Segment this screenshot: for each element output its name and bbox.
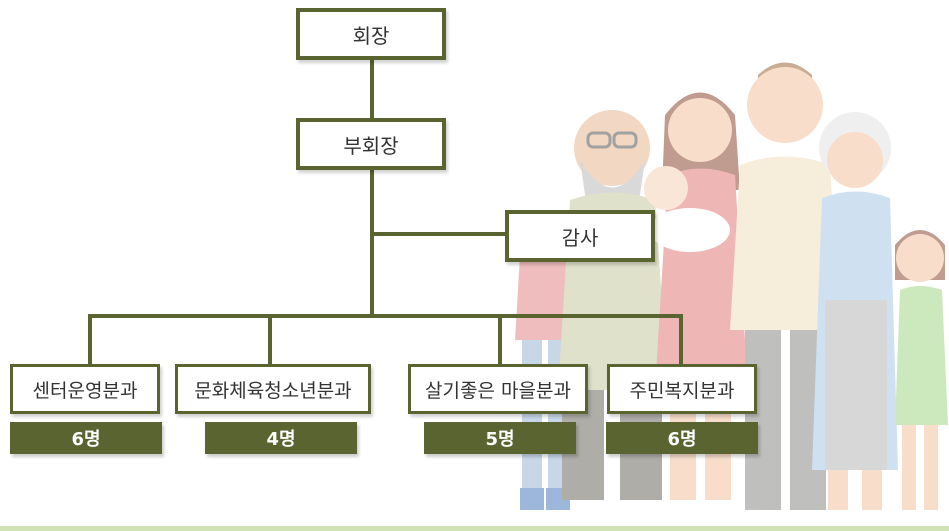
division-box-livable-village: 살기좋은 마을분과 (408, 364, 588, 414)
division-box-resident-welfare: 주민복지분과 (607, 364, 757, 414)
division-count-livable-village: 5명 (424, 422, 576, 454)
division-count-label: 6명 (667, 429, 697, 450)
ground-strip (0, 526, 949, 531)
division-count-resident-welfare: 6명 (606, 422, 758, 454)
division-label: 주민복지분과 (629, 379, 735, 402)
division-box-center-operations: 센터운영분과 (10, 364, 160, 414)
division-box-culture-sports-youth: 문화체육청소년분과 (175, 364, 371, 414)
president-box: 회장 (296, 8, 446, 60)
mother-figure (644, 92, 748, 500)
division-label: 센터운영분과 (32, 379, 138, 402)
division-label: 문화체육청소년분과 (194, 379, 352, 402)
division-count-culture-sports-youth: 4명 (205, 422, 357, 454)
division-label: 살기좋은 마을분과 (425, 379, 571, 402)
division-count-label: 5명 (485, 429, 515, 450)
girl-figure (895, 230, 948, 510)
grandmother-figure (812, 112, 898, 510)
division-count-label: 6명 (71, 429, 101, 450)
vice-president-label: 부회장 (343, 133, 399, 158)
auditor-label: 감사 (561, 225, 599, 250)
president-label: 회장 (352, 23, 390, 48)
vice-president-box: 부회장 (296, 118, 446, 170)
division-count-label: 4명 (266, 429, 296, 450)
division-count-center-operations: 6명 (10, 422, 162, 454)
auditor-box: 감사 (505, 210, 655, 262)
